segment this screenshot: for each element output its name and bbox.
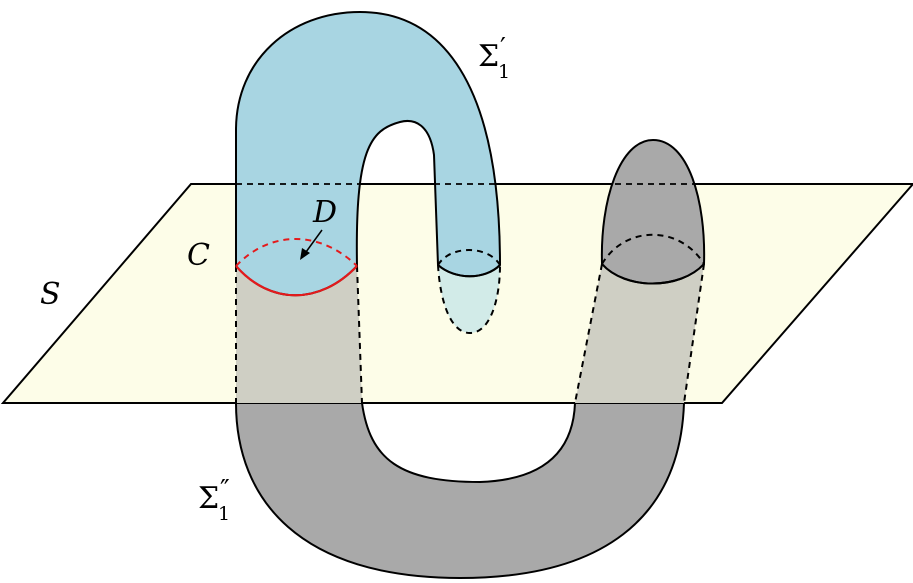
upper-surface-subscript: 1 bbox=[498, 61, 510, 83]
upper-surface-base: Σ bbox=[478, 39, 499, 74]
right-leg-through-plane bbox=[575, 264, 704, 403]
middle-intersection-front bbox=[437, 264, 501, 278]
right-intersection-back bbox=[601, 233, 705, 265]
curve-C-back bbox=[235, 238, 358, 267]
lower-surface-base: Σ bbox=[198, 481, 219, 516]
plane-label: S bbox=[40, 277, 61, 312]
hidden-edge-left-inner bbox=[356, 265, 363, 404]
lower-surface-label: Σ 1 ″ bbox=[198, 475, 230, 525]
lower-surface-prime: ″ bbox=[220, 475, 230, 505]
left-leg-through-plane bbox=[236, 266, 362, 403]
upper-surface-prime: ′ bbox=[500, 33, 506, 63]
hidden-edge-middle-end bbox=[437, 264, 501, 335]
middle-intersection-back bbox=[437, 249, 501, 266]
lower-surface-subscript: 1 bbox=[218, 503, 230, 525]
disk-label: D bbox=[312, 195, 337, 230]
lower-tube-surface bbox=[234, 402, 686, 580]
right-intersection-front bbox=[601, 263, 705, 285]
disk-D-arrowhead bbox=[300, 248, 310, 260]
curve-C-front bbox=[235, 265, 358, 297]
curve-label: C bbox=[187, 238, 210, 273]
upper-surface-label: Σ 1 ′ bbox=[478, 33, 510, 83]
right-tube-cap bbox=[600, 138, 706, 285]
disk-D-arrow bbox=[305, 229, 323, 253]
hidden-edge-right-outer bbox=[683, 263, 705, 404]
hidden-edge-right-inner bbox=[574, 263, 603, 404]
middle-tube-end-below-plane bbox=[438, 265, 500, 333]
